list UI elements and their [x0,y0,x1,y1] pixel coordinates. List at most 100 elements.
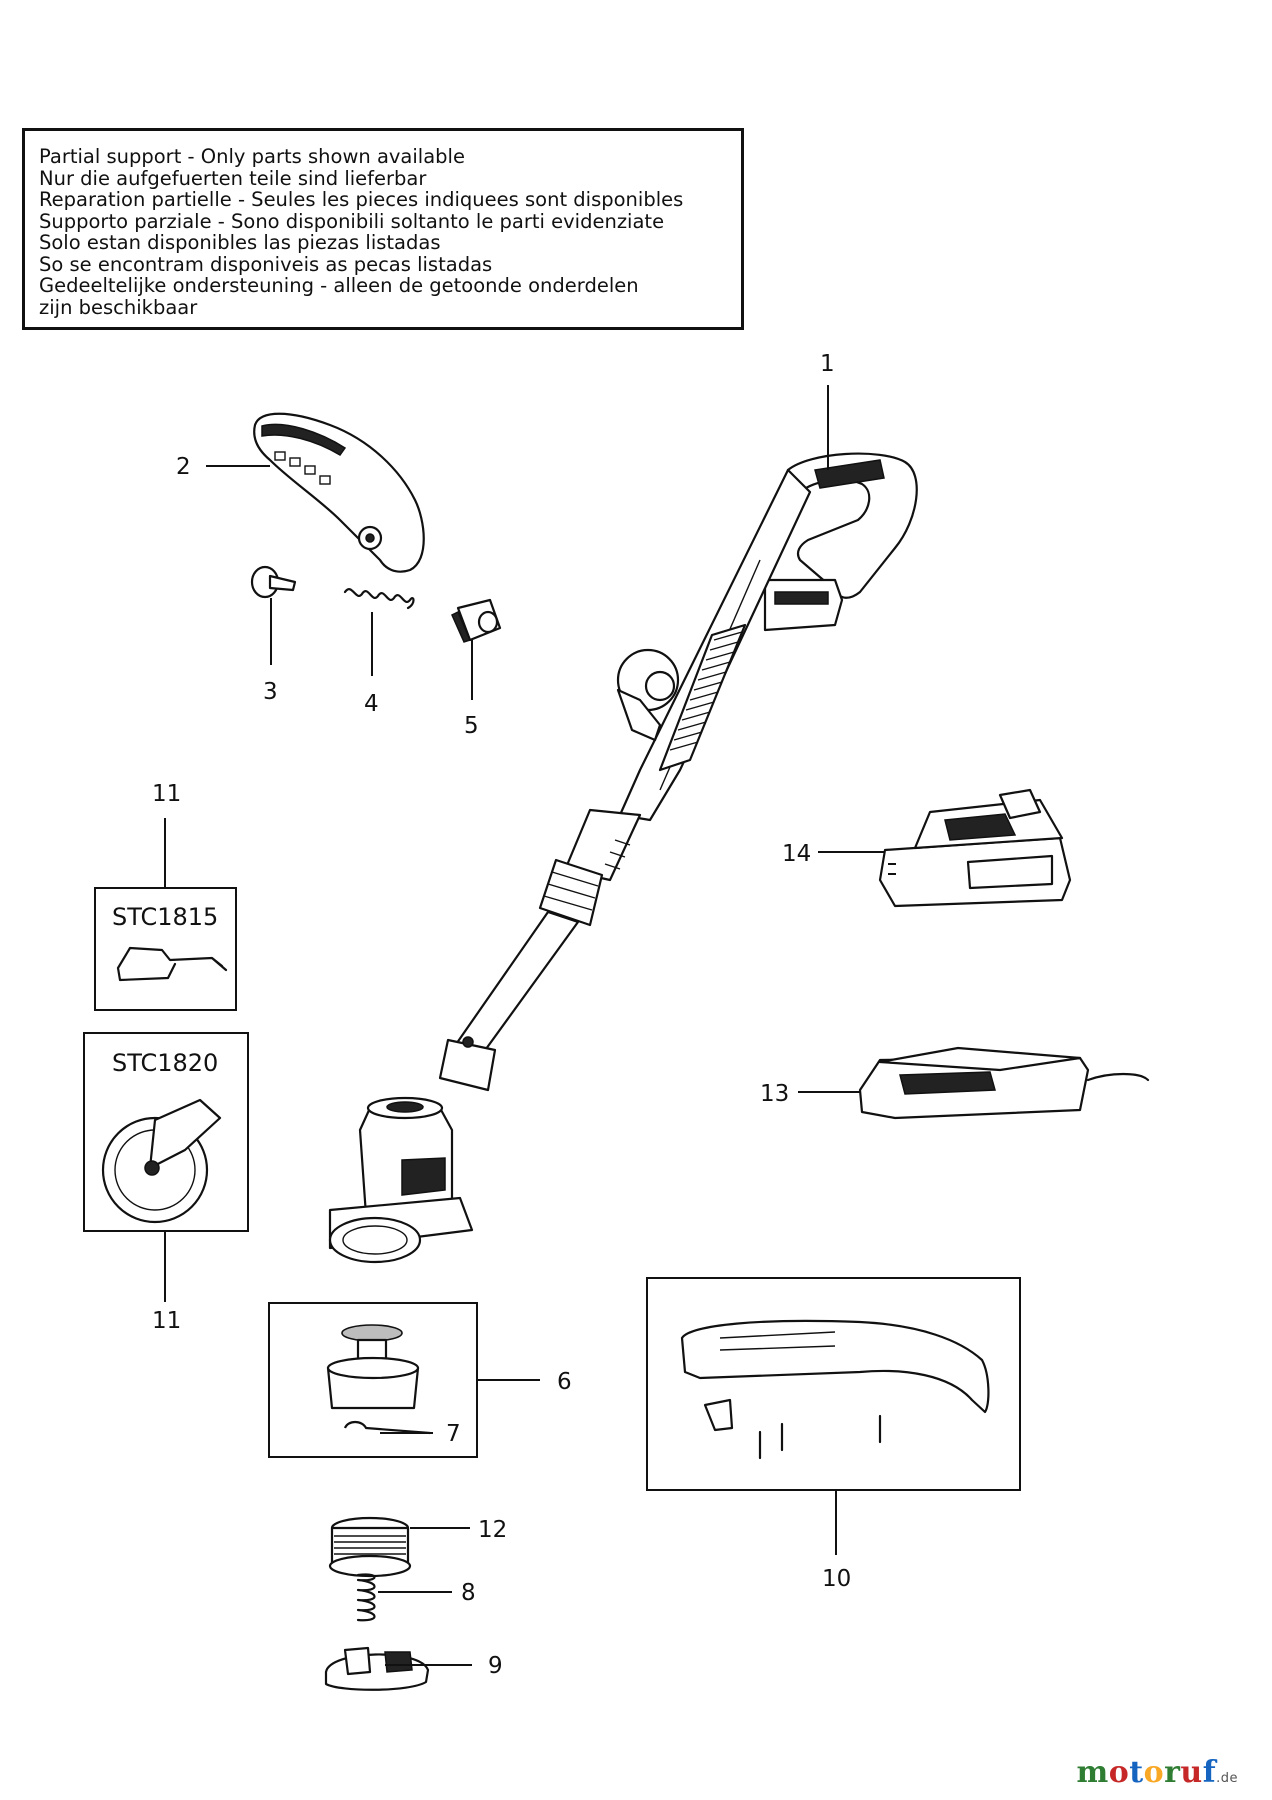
charger-cord [1086,1072,1150,1082]
drive-gear [341,1324,403,1342]
part-spool-spring [356,1573,376,1622]
button-stem [268,574,297,592]
notice-line: Nur die aufgefuerten teile sind lieferba… [39,166,427,190]
handle-cover-shell [253,412,425,573]
brand-letter: m [1076,1755,1109,1790]
battery-port [763,578,844,632]
gear-nut-face [477,610,499,634]
part-spool-cover [324,1646,430,1691]
leader-lines [164,385,885,1666]
motor-label-panel [401,1157,446,1196]
trimmer-assembly [328,452,918,1264]
part-charger [858,1046,1150,1120]
stc1815-frame [94,887,237,1011]
edge-wheel-arm [148,1098,222,1170]
label-part-1: 1 [820,351,835,377]
model-label-stc1815: STC1815 [112,903,218,931]
spool-line [334,1535,406,1555]
charger-slot [899,1071,996,1095]
label-part-12: 12 [478,1517,507,1543]
part-gear-nut [451,598,502,643]
notice-line: Reparation partielle - Seules les pieces… [39,188,684,211]
battery-ribs [944,813,1017,841]
label-part-11-top: 11 [152,781,181,807]
brand-letter: t [1129,1755,1144,1790]
brand-watermark: motoruf.de [1076,1755,1238,1790]
guard-shell [680,1319,990,1414]
parts-availability-notice: Partial support - Only parts shown avail… [22,128,744,330]
label-part-2: 2 [176,454,191,480]
cover-wheel-hub [365,533,375,543]
label-part-9: 9 [488,1653,503,1679]
battery-edge [888,863,896,875]
part-guard-box [646,1277,1021,1491]
cover-slot [274,451,286,461]
spool-housing-top [326,1356,420,1380]
guard-ribs [719,1331,836,1351]
battery-latch [998,788,1042,820]
notice-line: So se encontram disponiveis as pecas lis… [39,252,493,276]
label-part-4: 4 [364,691,379,717]
edge-wheel-hub [144,1160,160,1176]
spool-cover-button [384,1651,413,1673]
charger-top [878,1046,1082,1072]
label-part-5: 5 [464,713,479,739]
spool-head [328,1216,422,1264]
cover-slot [319,475,331,485]
spool-head-ring [342,1225,408,1255]
notice-line: Supporto parziale - Sono disponibili sol… [39,209,665,233]
middle-ribs [604,839,631,870]
brand-tld: .de [1216,1771,1238,1786]
battery-label [966,854,1054,890]
edge-guide-wire [116,946,228,982]
cover-slot [289,457,301,467]
brand-letter: o [1108,1755,1130,1790]
spool-cover-body [324,1653,430,1691]
adjust-lever [616,688,662,742]
part-handle-cover [253,412,425,573]
label-part-6: 6 [557,1369,572,1395]
collar-screw [462,1036,474,1048]
guard-screws [758,1414,882,1460]
model-box-stc1820 [83,1032,249,1232]
label-part-11-bottom: 11 [152,1308,181,1334]
collar-ribs [543,871,599,911]
part-labels: 1 2 3 4 5 6 7 8 9 10 11 11 12 13 14 STC1… [112,351,851,1679]
brand-name: motoruf [1076,1755,1216,1790]
notice-line: zijn beschikbaar [39,295,198,319]
part-spool [328,1516,412,1578]
label-part-7: 7 [446,1421,461,1447]
lower-collar [438,1038,497,1092]
handle-cover-grip [261,423,347,456]
brand-letter: f [1202,1755,1217,1790]
brand-letter: o [1143,1755,1165,1790]
notice-line: Solo estan disponibles las piezas listad… [39,231,441,254]
model-box-stc1815 [94,887,237,1011]
spool-bottom [328,1554,412,1578]
label-part-10: 10 [822,1566,851,1592]
spool-cover-tab [343,1646,372,1676]
part-spring [343,588,415,610]
battery-port-slot [774,591,829,605]
notice-line: Partial support - Only parts shown avail… [39,145,465,168]
model-label-stc1820: STC1820 [112,1049,218,1077]
brand-letter: r [1164,1755,1181,1790]
middle-tube [563,808,642,882]
cover-slot [304,465,316,475]
retainer-clip [343,1420,431,1435]
handle-grip [814,459,885,489]
adjust-knob-center [644,670,676,702]
gear-nut-teeth [451,610,472,643]
part-battery [878,788,1072,908]
notice-line: Gedeeltelijke ondersteuning - alleen de … [39,274,639,297]
motor-cap-vent [386,1101,424,1113]
part-button [250,565,297,599]
brand-letter: u [1180,1755,1203,1790]
guard-bracket [703,1398,734,1432]
label-part-13: 13 [760,1081,789,1107]
spring-coil [343,588,415,610]
grip-ribs [669,631,743,751]
label-part-14: 14 [782,841,811,867]
label-part-8: 8 [461,1580,476,1606]
